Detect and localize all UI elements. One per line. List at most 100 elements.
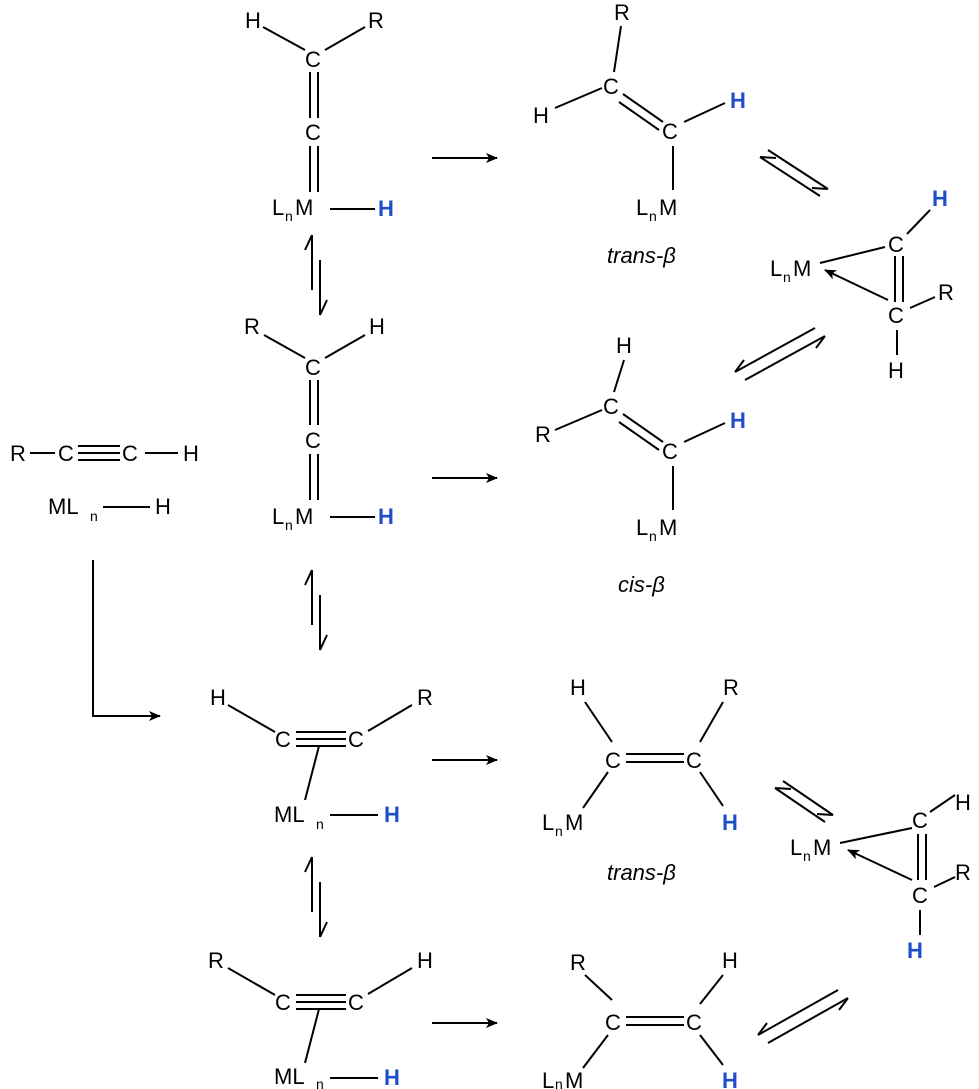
starting-alkyne: R C C H: [10, 441, 199, 466]
atom-c: C: [603, 74, 619, 99]
atom-c: C: [305, 47, 321, 72]
atom-l: L: [272, 504, 284, 529]
atom-r: R: [614, 0, 630, 25]
atom-c: C: [348, 990, 364, 1015]
atom-ml: ML: [274, 802, 305, 827]
subscript-n: n: [783, 269, 791, 285]
hydride-h: H: [907, 938, 923, 963]
eta2-complex-2: L n M C H C R H: [790, 790, 971, 963]
atom-r: R: [417, 685, 433, 710]
label-cis-beta: cis-β: [618, 572, 665, 597]
subscript-n: n: [316, 816, 324, 832]
atom-c: C: [305, 355, 321, 380]
atom-r: R: [244, 314, 260, 339]
atom-h: H: [155, 494, 171, 519]
hydride-h: H: [722, 1068, 738, 1089]
subscript-n: n: [285, 208, 293, 224]
atom-h: H: [722, 948, 738, 973]
product-cis-beta: H C R C H L n M cis-β: [535, 333, 746, 597]
equilibrium-arrows: [304, 569, 328, 651]
product-alpha: R C C H L n M H: [542, 948, 738, 1089]
atom-l: L: [542, 1068, 554, 1089]
hydride-h: H: [378, 196, 394, 221]
hydride-h: H: [384, 802, 400, 827]
atom-c: C: [305, 120, 321, 145]
hydride-h: H: [730, 408, 746, 433]
subscript-n: n: [649, 528, 657, 544]
hydride-h: H: [932, 186, 948, 211]
atom-c: C: [603, 394, 619, 419]
atom-c: C: [888, 303, 904, 328]
atom-r: R: [723, 675, 739, 700]
atom-c: C: [605, 748, 621, 773]
hydride-h: H: [384, 1065, 400, 1089]
bent-arrow: [92, 560, 161, 721]
equilibrium-arrows: [304, 856, 328, 938]
atom-m: M: [659, 515, 677, 540]
atom-l: L: [542, 810, 554, 835]
atom-h: H: [616, 333, 632, 358]
eta2-complex-1: L n M C H C R H: [770, 186, 954, 383]
alkyne-complex-1: H C C R ML n H: [210, 685, 433, 832]
equilibrium-arrows: [304, 234, 328, 316]
product-trans-beta-1: R C H C H L n M trans-β: [533, 0, 746, 268]
subscript-n: n: [316, 1076, 324, 1089]
atom-l: L: [636, 515, 648, 540]
atom-c: C: [305, 428, 321, 453]
subscript-n: n: [285, 517, 293, 533]
atom-h: H: [533, 103, 549, 128]
subscript-n: n: [555, 823, 563, 839]
atom-h: H: [570, 675, 586, 700]
atom-c: C: [686, 748, 702, 773]
atom-c: C: [605, 1010, 621, 1035]
atom-r: R: [10, 441, 26, 466]
atom-m: M: [813, 835, 831, 860]
atom-c: C: [275, 727, 291, 752]
subscript-n: n: [555, 1076, 563, 1089]
atom-r: R: [955, 860, 971, 885]
hydride-h: H: [730, 88, 746, 113]
atom-h: H: [245, 8, 261, 33]
atom-r: R: [208, 948, 224, 973]
subscript-n: n: [90, 508, 98, 524]
subscript-n: n: [649, 208, 657, 224]
atom-c: C: [662, 119, 678, 144]
atom-c: C: [912, 883, 928, 908]
equilibrium-arrows: [759, 149, 829, 197]
vinylidene-1: H C R C L n M H: [245, 8, 394, 224]
atom-m: M: [659, 195, 677, 220]
atom-c: C: [58, 441, 74, 466]
atom-r: R: [368, 8, 384, 33]
atom-c: C: [888, 232, 904, 257]
atom-c: C: [662, 439, 678, 464]
subscript-n: n: [803, 848, 811, 864]
atom-ml: ML: [274, 1064, 305, 1089]
atom-h: H: [955, 790, 971, 815]
atom-c: C: [912, 808, 928, 833]
equilibrium-arrows: [774, 780, 834, 823]
atom-l: L: [770, 256, 782, 281]
atom-h: H: [369, 314, 385, 339]
atom-h: H: [183, 441, 199, 466]
atom-l: L: [790, 835, 802, 860]
atom-r: R: [938, 280, 954, 305]
label-trans-beta: trans-β: [607, 243, 676, 268]
atom-h: H: [888, 358, 904, 383]
atom-r: R: [535, 422, 551, 447]
atom-r: R: [570, 950, 586, 975]
atom-c: C: [686, 1010, 702, 1035]
product-trans-beta-2: H C C R L n M H trans-β: [542, 675, 739, 885]
hydride-h: H: [378, 504, 394, 529]
atom-l: L: [636, 195, 648, 220]
label-trans-beta: trans-β: [607, 860, 676, 885]
atom-m: M: [565, 1068, 583, 1089]
atom-m: M: [295, 504, 313, 529]
vinylidene-2: R C H C L n M H: [244, 314, 394, 533]
alkyne-complex-2: R C C H ML n H: [208, 948, 433, 1089]
atom-l: L: [272, 195, 284, 220]
atom-m: M: [565, 810, 583, 835]
hydride-h: H: [722, 810, 738, 835]
atom-m: M: [295, 195, 313, 220]
atom-c: C: [122, 441, 138, 466]
